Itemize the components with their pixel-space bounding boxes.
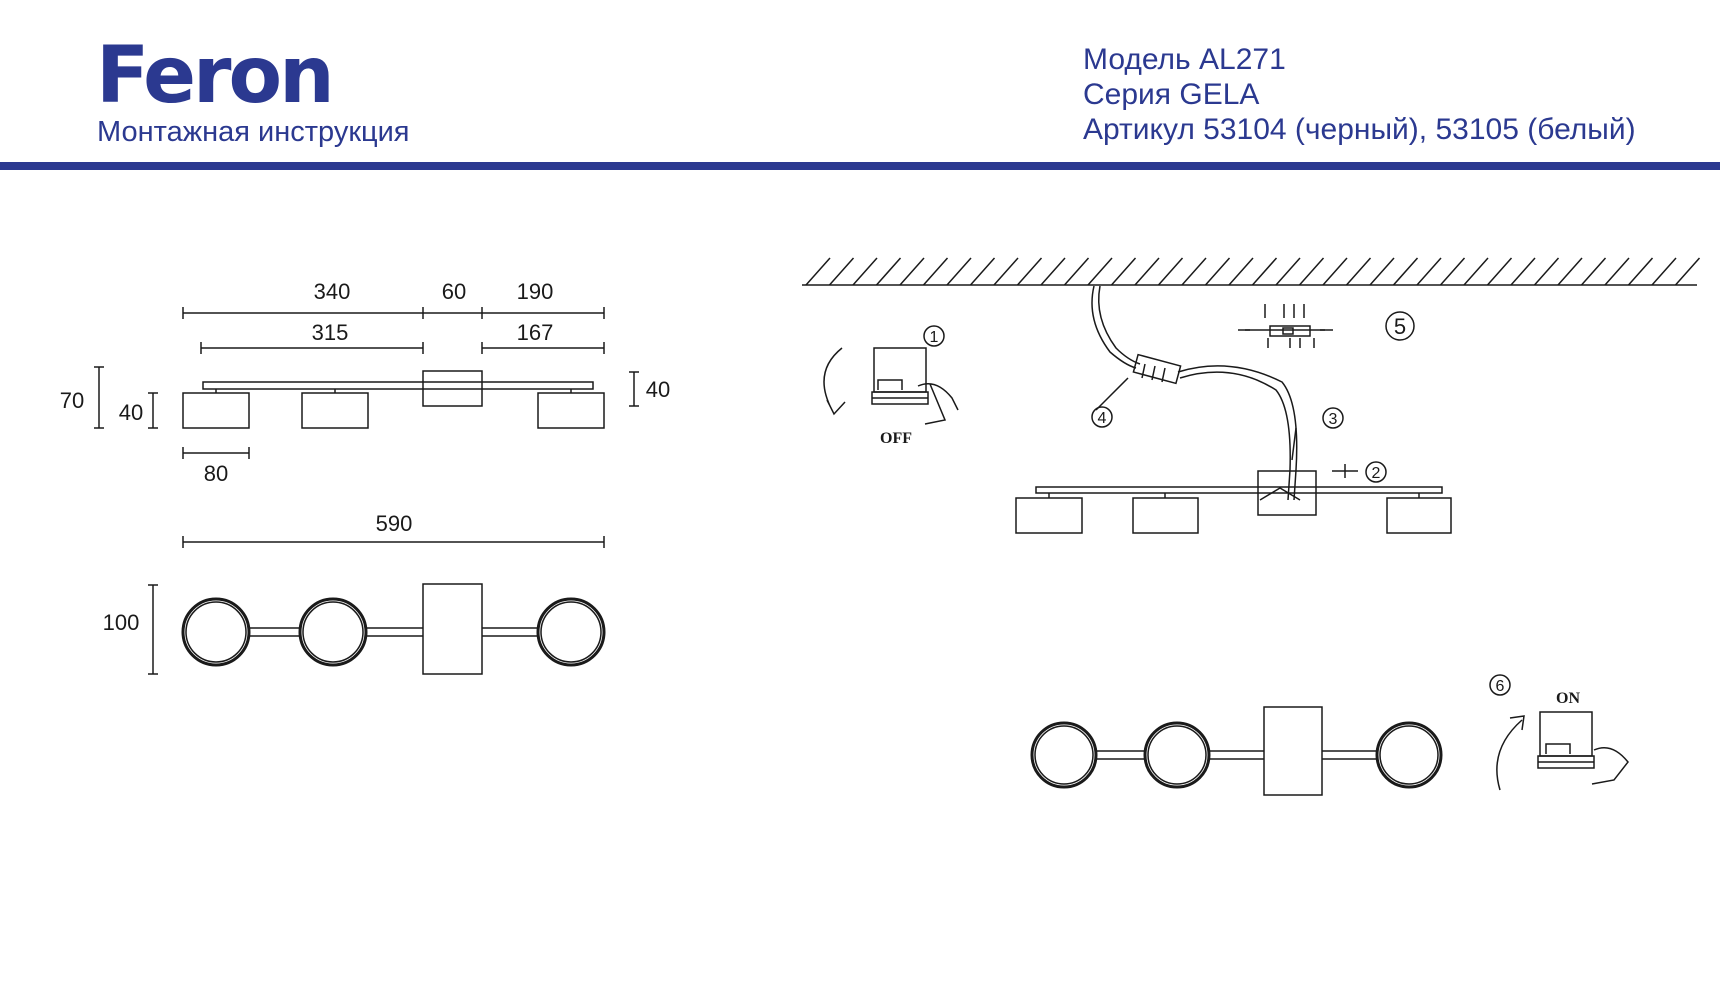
side-view-dimensions	[94, 307, 639, 675]
ceiling-hatch-stroke	[1322, 257, 1348, 286]
ceiling-hatch-stroke	[1580, 257, 1607, 286]
ceiling-hatch-stroke	[1134, 257, 1160, 286]
ceiling-hatch-stroke	[899, 257, 925, 286]
dim-167: 167	[517, 320, 554, 345]
step-5-label: 5	[1394, 314, 1406, 339]
ceiling-hatch-stroke	[875, 257, 902, 286]
ceiling-hatch-stroke	[946, 257, 972, 286]
dim-60: 60	[442, 279, 466, 304]
ceiling-hatch-stroke	[1651, 257, 1677, 286]
ceiling-hatch-stroke	[1251, 257, 1278, 286]
dim-100: 100	[103, 610, 140, 635]
fixture-mounting-view	[1015, 464, 1452, 534]
dim-190: 190	[517, 279, 554, 304]
header: Feron Монтажная инструкция Модель AL271 …	[0, 0, 1720, 170]
dim-70: 70	[60, 388, 84, 413]
ceiling-hatch-stroke	[1063, 257, 1090, 286]
ceiling-hatch-stroke	[1439, 257, 1466, 286]
ceiling-hatch-stroke	[1345, 257, 1372, 286]
ceiling-hatch-stroke	[852, 257, 878, 286]
step-6-label: 6	[1496, 678, 1505, 695]
header-divider	[0, 162, 1720, 170]
ceiling-hatch-stroke	[922, 257, 949, 286]
dim-340: 340	[314, 279, 351, 304]
ceiling-hatch-stroke	[1275, 257, 1301, 286]
ceiling-hatch-stroke	[1486, 257, 1513, 286]
model-info: Модель AL271 Серия GELA Артикул 53104 (ч…	[1083, 42, 1636, 147]
ceiling-hatch-stroke	[1298, 257, 1325, 286]
ceiling-hatch-stroke	[1416, 257, 1442, 286]
step-2-label: 2	[1372, 465, 1381, 482]
assembled-top-view	[1030, 706, 1443, 796]
ceiling-hatch-stroke	[969, 257, 996, 286]
step-3-label: 3	[1329, 411, 1338, 428]
step-circles	[923, 311, 1511, 696]
off-label: OFF	[880, 430, 912, 447]
ceiling-hatch-stroke	[1557, 257, 1583, 286]
ceiling-hatch-stroke	[1228, 257, 1254, 286]
ceiling-hatch-stroke	[1181, 257, 1207, 286]
step-1-label: 1	[930, 329, 939, 346]
article-line: Артикул 53104 (черный), 53105 (белый)	[1083, 113, 1636, 146]
dim-40-left: 40	[119, 400, 143, 425]
ceiling-hatch-stroke	[1040, 257, 1066, 286]
side-view-fixture	[182, 370, 605, 429]
ceiling-hatch-stroke	[1604, 257, 1630, 286]
on-label: ON	[1556, 690, 1580, 707]
ceiling-hatch-stroke	[1674, 257, 1701, 286]
ceiling-hatch-stroke	[1463, 257, 1489, 286]
ceiling-hatch-stroke	[993, 257, 1019, 286]
ceiling-hatch-stroke	[1392, 257, 1419, 286]
feron-logo: Feron	[96, 31, 335, 121]
ceiling-hatch-stroke	[1110, 257, 1137, 286]
ceiling-hatch-stroke	[1016, 257, 1043, 286]
model-line: Модель AL271	[1083, 43, 1286, 76]
ceiling-hatch-stroke	[1510, 257, 1536, 286]
breaker-off-icon	[823, 347, 959, 425]
top-view-fixture	[181, 583, 606, 675]
dim-590: 590	[376, 511, 413, 536]
ceiling-hatch-stroke	[1627, 257, 1654, 286]
breaker-on-icon	[1496, 711, 1629, 791]
ceiling-hatch-stroke	[1369, 257, 1395, 286]
ceiling-hatch-stroke	[1157, 257, 1184, 286]
ceiling-hatch-stroke	[805, 257, 831, 286]
wire-connection	[1091, 285, 1298, 501]
step-4-label: 4	[1098, 410, 1107, 427]
mounting-parts-icon	[1238, 304, 1333, 348]
dim-315: 315	[312, 320, 349, 345]
dim-80: 80	[204, 461, 228, 486]
ceiling-hatch-stroke	[1204, 257, 1231, 286]
document-subtitle: Монтажная инструкция	[97, 116, 410, 148]
ceiling-hatch-stroke	[828, 257, 855, 286]
ceiling-hatch	[802, 257, 1701, 286]
ceiling-hatch-stroke	[1087, 257, 1113, 286]
dim-40-right: 40	[646, 377, 670, 402]
ceiling-hatch-stroke	[1533, 257, 1560, 286]
series-line: Серия GELA	[1083, 78, 1260, 111]
